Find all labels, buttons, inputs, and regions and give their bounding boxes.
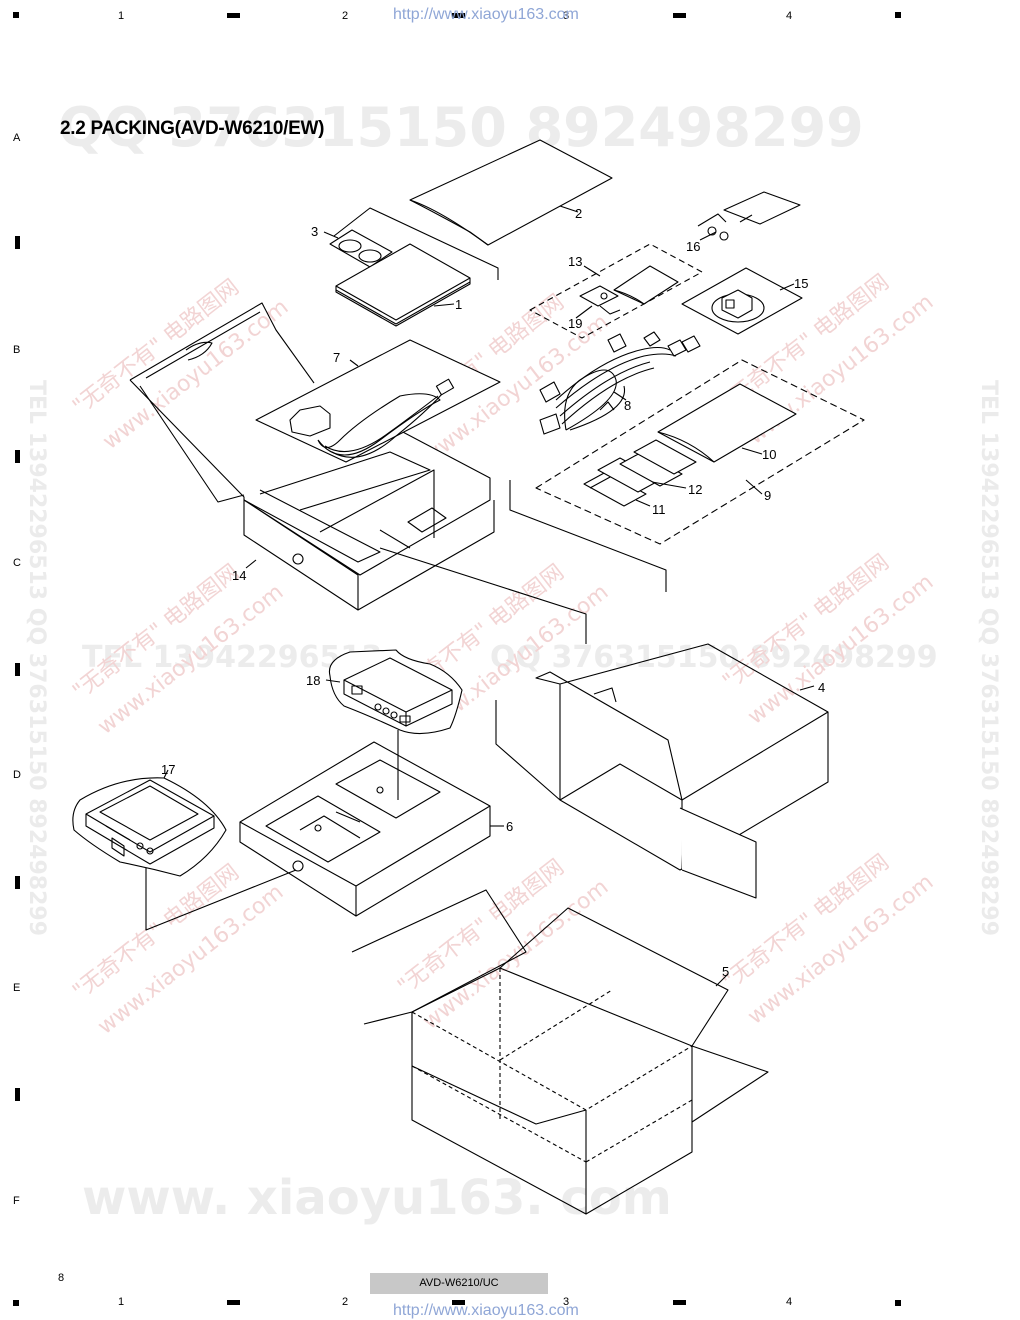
grid-mark (895, 12, 901, 18)
part-cable-sheet (255, 339, 501, 463)
row-letter-d: D (13, 769, 21, 781)
footer-grid-number-4: 4 (786, 1296, 793, 1308)
grid-number-1: 1 (118, 10, 125, 22)
part-shipping-carton (351, 889, 769, 1215)
grid-mark (13, 1300, 19, 1306)
watermark-qq-top: QQ 376315150 892498299 (58, 96, 864, 159)
callout-3: 3 (311, 224, 318, 239)
grid-mark (673, 1300, 686, 1305)
callout-19: 19 (568, 316, 582, 331)
side-watermark-right: TEL 13942296513 QQ 376315150 892498299 (976, 380, 1001, 936)
side-mark (15, 236, 20, 249)
callout-4: 4 (818, 680, 825, 695)
part-outer-sleeve (495, 643, 829, 899)
row-letter-b: B (13, 344, 21, 356)
part-manuals (335, 243, 471, 327)
part-inner-carton (129, 302, 495, 611)
grid-mark (452, 1300, 465, 1305)
side-mark (15, 1088, 20, 1101)
footer-model-label: AVD-W6210/UC (370, 1273, 548, 1294)
callout-10: 10 (762, 447, 776, 462)
callout-2: 2 (575, 206, 582, 221)
part-foam-insert (239, 741, 491, 917)
callout-17: 17 (161, 762, 175, 777)
part-tape-strips (583, 439, 697, 507)
side-mark (15, 450, 20, 463)
part-display-unit (72, 777, 227, 877)
grid-mark (227, 13, 240, 18)
callout-9: 9 (764, 488, 771, 503)
side-watermark-left: TEL 13942296513 QQ 376315150 892498299 (24, 380, 49, 936)
callout-12: 12 (688, 482, 702, 497)
page-title: 2.2 PACKING(AVD-W6210/EW) (60, 118, 325, 139)
part-screws (697, 191, 801, 241)
row-letter-a: A (13, 132, 21, 144)
footer-grid-number-3: 3 (563, 1296, 570, 1308)
grid-mark (895, 1300, 901, 1306)
part-accessory-group (535, 359, 865, 545)
side-mark (15, 663, 20, 676)
footer-grid-number-1: 1 (118, 1296, 125, 1308)
callout-1: 1 (455, 297, 462, 312)
callout-13: 13 (568, 254, 582, 269)
grid-mark (13, 12, 19, 18)
diagonal-watermarks: "无奇不有" 电路图网 www.xiaoyu163.com "无奇不有" 电路图… (68, 270, 938, 1040)
part-main-harness (539, 331, 701, 435)
callout-11: 11 (652, 502, 666, 517)
grid-number-3: 3 (563, 10, 570, 22)
callout-8: 8 (624, 398, 631, 413)
page-number: 8 (58, 1272, 65, 1284)
grid-number-4: 4 (786, 10, 793, 22)
callout-6: 6 (506, 819, 513, 834)
header-url[interactable]: http://www.xiaoyu163.com (393, 6, 579, 23)
grid-mark (452, 13, 465, 18)
part-bag (409, 139, 613, 246)
callout-5: 5 (722, 964, 729, 979)
row-letter-e: E (13, 982, 21, 994)
side-mark (15, 876, 20, 889)
grid-number-2: 2 (342, 10, 349, 22)
footer-grid-number-2: 2 (342, 1296, 349, 1308)
grid-mark (673, 13, 686, 18)
row-letter-c: C (13, 557, 21, 569)
footer-url[interactable]: http://www.xiaoyu163.com (393, 1302, 579, 1319)
part-bag-small (657, 383, 797, 463)
part-bracket-group (529, 243, 703, 339)
watermark-qq-mid: QQ 376315150 892498299 (490, 640, 938, 675)
callout-16: 16 (686, 239, 700, 254)
row-letter-f: F (13, 1195, 20, 1207)
watermark-bottom-url: www. xiaoyu163. com (82, 1170, 672, 1226)
callout-7: 7 (333, 350, 340, 365)
part-sticker-sheet (329, 229, 393, 268)
part-control-box (328, 649, 463, 735)
callout-labels: 2 3 1 7 13 19 16 15 8 10 12 11 9 14 18 4… (161, 206, 825, 979)
grid-mark (227, 1300, 240, 1305)
callout-14: 14 (232, 568, 246, 583)
callout-15: 15 (794, 276, 808, 291)
part-sensor-unit (681, 267, 803, 335)
callout-18: 18 (306, 673, 320, 688)
part-bracket (579, 265, 679, 315)
